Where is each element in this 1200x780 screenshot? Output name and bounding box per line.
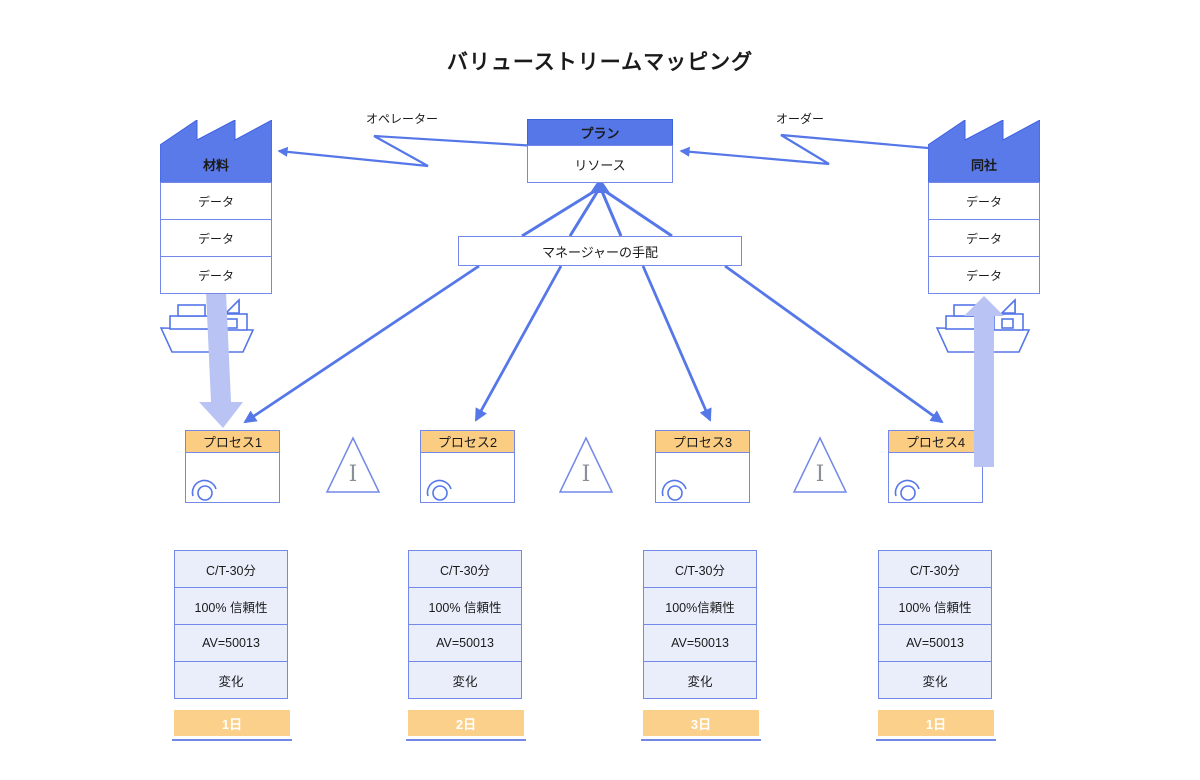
metric-row: C/T-30分 <box>643 550 757 588</box>
metric-row: C/T-30分 <box>878 550 992 588</box>
metric-row: 100% 信頼性 <box>174 587 288 625</box>
data-row: データ <box>160 219 272 257</box>
process-body <box>185 453 280 503</box>
order-zigzag-arrow <box>679 133 929 166</box>
process-header: プロセス3 <box>655 430 750 453</box>
metric-row: AV=50013 <box>643 624 757 662</box>
process-box: プロセス3 <box>655 430 750 503</box>
order-label: オーダー <box>776 112 825 126</box>
metric-row: C/T-30分 <box>408 550 522 588</box>
plan-box-header: プラン <box>527 119 673 146</box>
page-title: バリューストリームマッピング <box>446 51 754 74</box>
metric-row: AV=50013 <box>408 624 522 662</box>
metric-row: 100%信頼性 <box>643 587 757 625</box>
left-factory-data-rows: データ データ データ <box>160 182 272 294</box>
metric-table: C/T-30分 100% 信頼性 AV=50013 変化 <box>878 550 992 699</box>
right-factory-name: 同社 <box>970 158 997 173</box>
metric-row: AV=50013 <box>878 624 992 662</box>
inventory-triangle-icon: I <box>558 436 614 493</box>
manager-box-label: マネージャーの手配 <box>541 244 659 260</box>
metric-row: 変化 <box>408 661 522 699</box>
metric-table: C/T-30分 100% 信頼性 AV=50013 変化 <box>408 550 522 699</box>
data-row: データ <box>160 182 272 220</box>
inventory-triangle-icon: I <box>325 436 381 493</box>
plan-box-body: リソース <box>527 145 673 183</box>
timeline-underline <box>172 739 292 741</box>
process-box: プロセス1 <box>185 430 280 503</box>
process-name: プロセス4 <box>905 435 966 450</box>
metric-table: C/T-30分 100% 信頼性 AV=50013 変化 <box>174 550 288 699</box>
timeline-bar: 1日 <box>878 710 994 736</box>
data-row: データ <box>160 256 272 294</box>
process-body <box>420 453 515 503</box>
process-header: プロセス1 <box>185 430 280 453</box>
process-name: プロセス1 <box>202 435 263 450</box>
metric-row: 変化 <box>174 661 288 699</box>
data-row: データ <box>928 256 1040 294</box>
operator-icon <box>191 479 217 501</box>
plan-arrowhead <box>590 178 610 193</box>
process-box: プロセス4 <box>888 430 983 503</box>
plan-box-title: プラン <box>580 126 620 141</box>
left-factory-name: 材料 <box>202 158 229 173</box>
process-body <box>888 453 983 503</box>
metric-row: 100% 信頼性 <box>878 587 992 625</box>
timeline-underline <box>641 739 761 741</box>
process-header: プロセス4 <box>888 430 983 453</box>
timeline-underline <box>406 739 526 741</box>
timeline-underline <box>876 739 996 741</box>
inventory-symbol: I <box>816 462 825 487</box>
process-header: プロセス2 <box>420 430 515 453</box>
factory-icon <box>928 120 1040 183</box>
process-name: プロセス3 <box>672 435 733 450</box>
metric-row: 100% 信頼性 <box>408 587 522 625</box>
metric-row: 変化 <box>878 661 992 699</box>
metric-row: AV=50013 <box>174 624 288 662</box>
inventory-triangle-icon: I <box>792 436 848 493</box>
inventory-symbol: I <box>582 462 591 487</box>
data-row: データ <box>928 182 1040 220</box>
metric-row: C/T-30分 <box>174 550 288 588</box>
process-name: プロセス2 <box>437 435 498 450</box>
timeline-bar: 1日 <box>174 710 290 736</box>
right-factory-data-rows: データ データ データ <box>928 182 1040 294</box>
manager-to-process-arrows <box>243 264 944 424</box>
manager-box: マネージャーの手配 <box>458 236 742 266</box>
operator-icon <box>661 479 687 501</box>
process-body <box>655 453 750 503</box>
process-box: プロセス2 <box>420 430 515 503</box>
operator-label: オペレーター <box>366 112 439 126</box>
material-flow-arrow-down <box>199 292 243 428</box>
timeline-bar: 2日 <box>408 710 524 736</box>
inventory-symbol: I <box>349 462 358 487</box>
operator-icon <box>894 479 920 501</box>
timeline-bar: 3日 <box>643 710 759 736</box>
plan-box-resource-label: リソース <box>574 157 626 173</box>
manager-to-plan-lines <box>521 187 673 238</box>
metric-row: 変化 <box>643 661 757 699</box>
operator-icon <box>426 479 452 501</box>
operator-zigzag-arrow <box>277 134 538 168</box>
metric-table: C/T-30分 100%信頼性 AV=50013 変化 <box>643 550 757 699</box>
factory-icon <box>160 120 272 183</box>
data-row: データ <box>928 219 1040 257</box>
